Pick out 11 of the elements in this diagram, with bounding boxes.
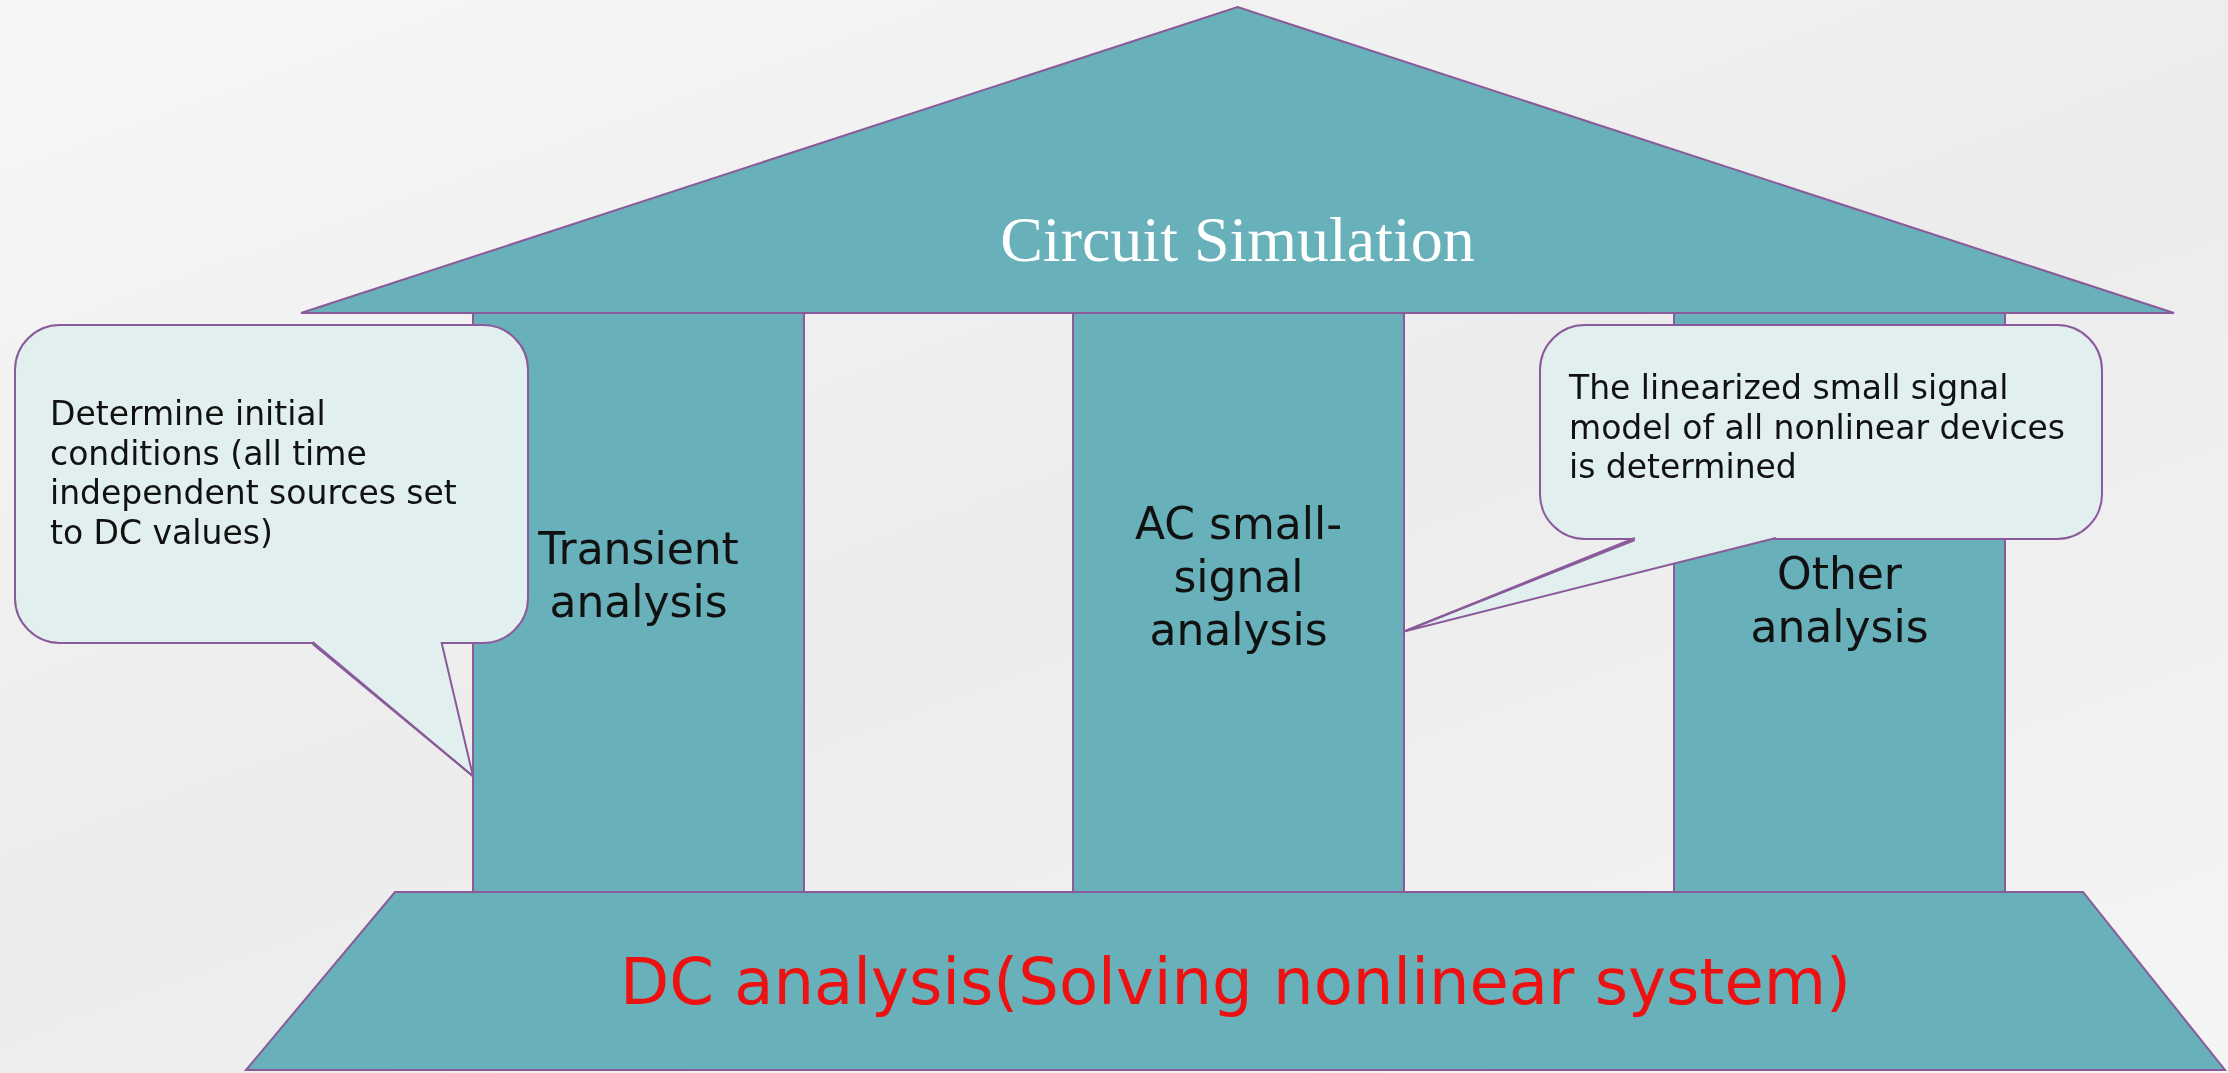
label-text: Other analysis (1749, 548, 1930, 654)
callout-text: The linearized small signal model of all nonlinear devices is determined (1569, 368, 2067, 487)
label-text: Transient analysis (537, 523, 740, 629)
temple-base (246, 892, 2225, 1070)
label-text: AC small-signal analysis (1133, 498, 1344, 657)
callout-text: Determine initial conditions (all time independent sources set to DC values) (50, 394, 458, 553)
pillar (473, 313, 804, 892)
label-text: DC analysis(Solving nonlinear system) (618, 944, 1853, 1021)
pillar (1073, 313, 1404, 892)
roof-shape (301, 7, 2174, 313)
title-text: Circuit Simulation (999, 203, 1476, 277)
